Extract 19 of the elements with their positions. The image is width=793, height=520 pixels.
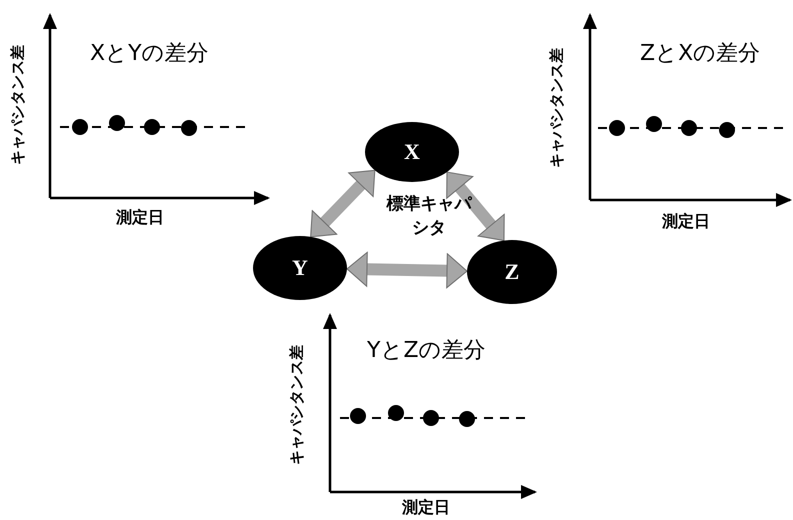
axis-label: キャパシタンス差 — [288, 345, 306, 465]
node-label: Y — [292, 255, 308, 281]
axis-label: キャパシタンス差 — [548, 48, 566, 168]
axis-label: キャパシタンス差 — [8, 45, 28, 165]
double-arrow — [446, 172, 505, 241]
axis-label: 測定日 — [402, 498, 450, 518]
axis-label: 測定日 — [116, 208, 164, 228]
center-label: 標準キャパシタ — [385, 193, 473, 240]
chart-title: YとZの差分 — [367, 337, 486, 365]
node-label: Z — [504, 259, 520, 285]
node-label: X — [404, 139, 420, 165]
ellipse-node — [467, 240, 557, 304]
chart-title: XとYの差分 — [90, 40, 209, 68]
double-arrow — [346, 252, 468, 288]
ellipse-node — [253, 236, 347, 300]
chart-title: ZとXの差分 — [640, 40, 760, 68]
double-arrow — [310, 170, 376, 238]
axis-label: 測定日 — [662, 212, 710, 232]
ellipse-node — [365, 122, 459, 182]
